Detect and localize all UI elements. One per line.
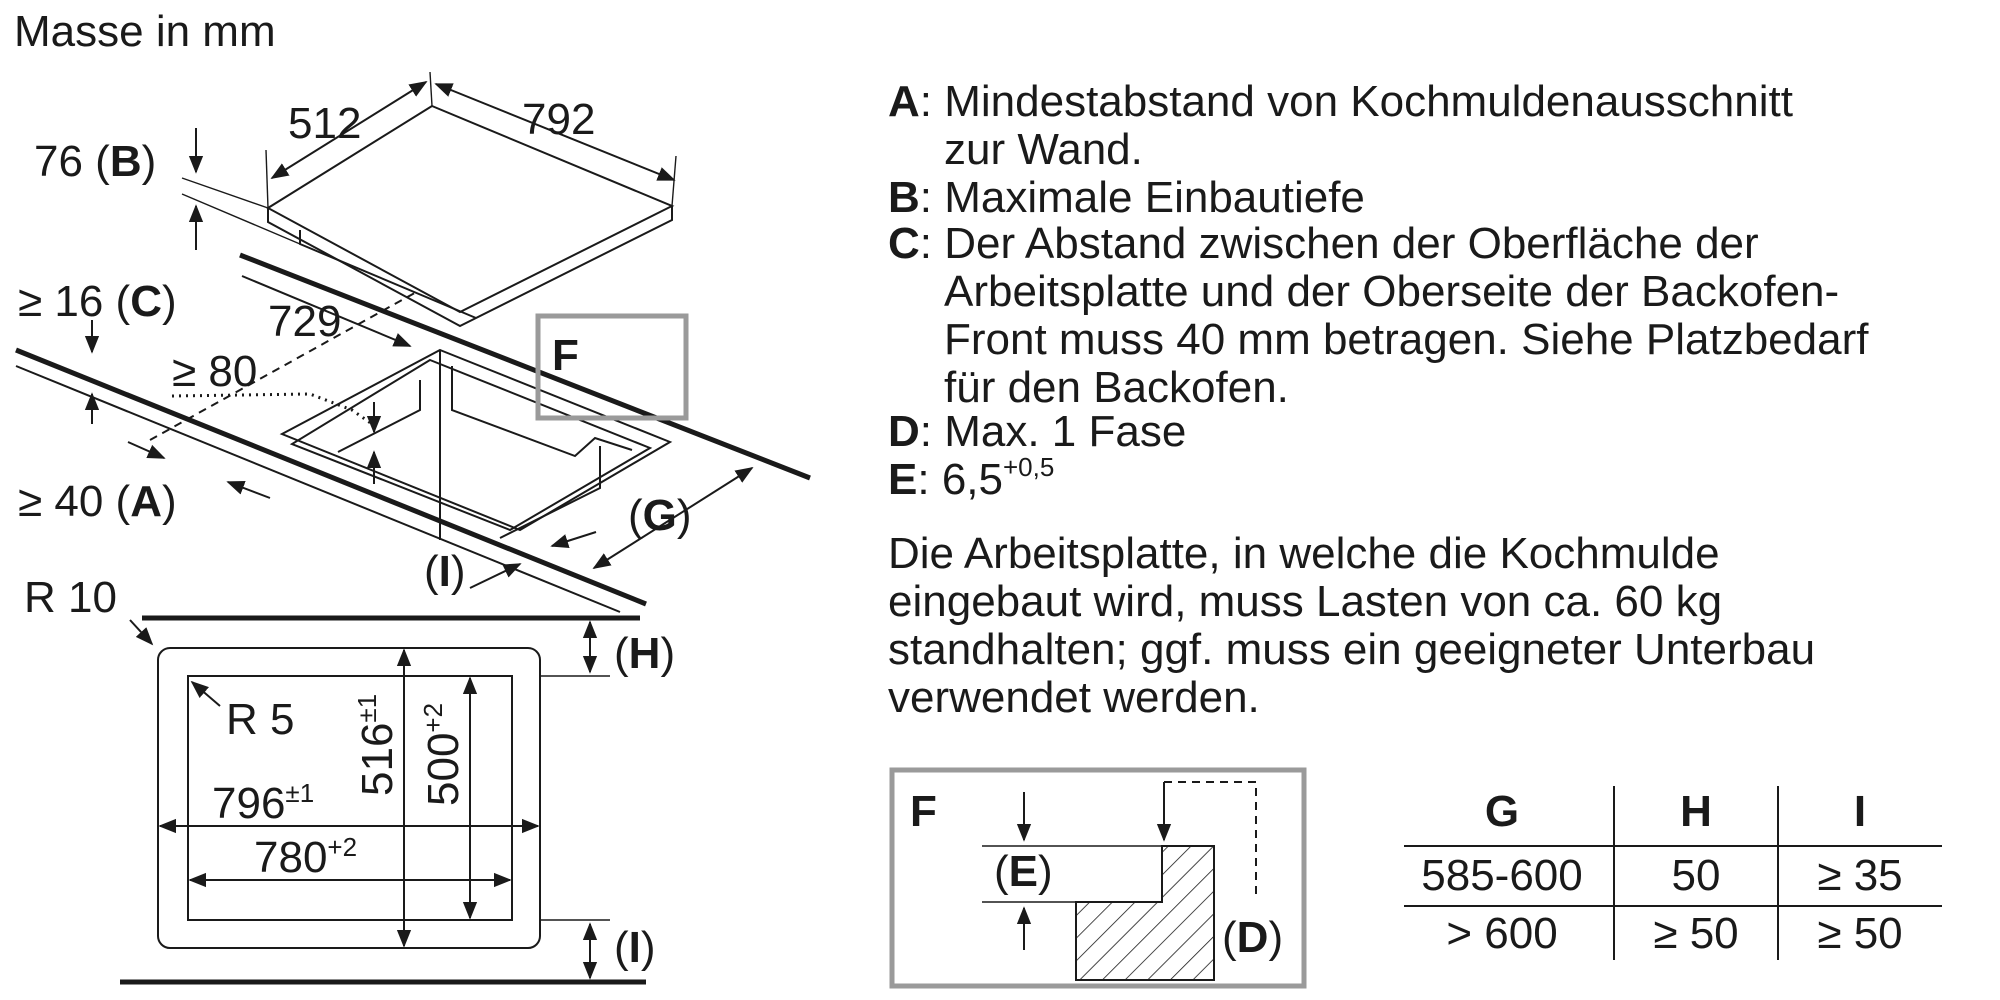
table-cell: 50 (1672, 851, 1721, 900)
detail-f-frame (889, 767, 1307, 989)
cutout-hole-rim (279, 348, 673, 532)
table-header-h: H (1680, 787, 1712, 836)
dim-500: 500 (419, 733, 468, 806)
dim-512-line (270, 81, 428, 179)
detail-f: F (E) (D) (889, 767, 1307, 989)
radius-5: R 5 (226, 695, 294, 744)
svg-text:≥ 16 (C): ≥ 16 (C) (18, 277, 177, 326)
dim-780: 780 (254, 833, 327, 882)
svg-text:(I): (I) (424, 547, 466, 596)
cutout-left-profile (337, 380, 421, 453)
detail-f-label: F (910, 787, 937, 836)
svg-text:796±1: 796±1 (212, 778, 314, 828)
dim-792: 792 (522, 95, 595, 144)
chamfer-dash (1164, 781, 1257, 898)
hob-plate-edge (267, 206, 673, 328)
dimension-table: G H I 585-600 50 ≥ 35 > 600 ≥ 50 ≥ 50 (1404, 786, 1942, 960)
svg-text:76 (B): 76 (B) (34, 137, 156, 186)
key-i-plan: I (629, 923, 641, 972)
table-cell: ≥ 35 (1817, 851, 1902, 900)
legend-c: C: Der Abstand zwischen der Oberfläche d… (888, 219, 1881, 412)
key-g: G (643, 491, 677, 540)
dim-512: 512 (288, 99, 361, 148)
load-note: Die Arbeitsplatte, in welche die Kochmul… (888, 529, 1827, 722)
key-h: H (629, 629, 661, 678)
legend-a: A: Mindestabstand von Kochmuldenausschni… (888, 77, 1805, 174)
worktop-section (1075, 845, 1215, 981)
cutout-hole-inner (289, 358, 653, 532)
key-i-iso: I (439, 547, 451, 596)
table-cell: > 600 (1446, 909, 1557, 958)
isometric-hob: 512 792 76 (B) ≥ 16 (C) 729 ≥ 80 ≥ 40 (A… (15, 71, 811, 613)
dim-g-line (592, 467, 754, 569)
table-cell: 585-600 (1421, 851, 1582, 900)
key-c: C (130, 277, 162, 326)
table-cell: ≥ 50 (1653, 909, 1738, 958)
svg-text:500+2: 500+2 (418, 703, 468, 806)
legend: A: Mindestabstand von Kochmuldenausschni… (888, 77, 1881, 504)
table-cell: ≥ 50 (1817, 909, 1902, 958)
cutout-outer-rect (157, 647, 541, 949)
table-header-g: G (1485, 787, 1519, 836)
dim-780-tol: +2 (327, 832, 357, 862)
dim-516: 516 (353, 723, 402, 796)
dim-80-leader (171, 392, 373, 426)
cutout-plan: R 10 R 5 796±1 780+2 516±1 500+2 (H) (I) (24, 573, 675, 985)
legend-e: E: 6,5+0,5 (888, 452, 1054, 504)
legend-d: D: Max. 1 Fase (888, 407, 1186, 456)
key-a: A (130, 477, 162, 526)
svg-text:(G): (G) (628, 491, 692, 540)
dim-500-tol: +2 (418, 703, 448, 733)
svg-text:780+2: 780+2 (254, 832, 357, 882)
legend-b: B: Maximale Einbautiefe (888, 173, 1365, 222)
dim-796-tol: ±1 (285, 778, 314, 808)
svg-text:(E): (E) (994, 847, 1053, 896)
title: Masse in mm (14, 7, 276, 56)
dim-16: ≥ 16 (18, 277, 103, 326)
dim-76: 76 (34, 137, 83, 186)
svg-text:(H): (H) (614, 629, 675, 678)
cutout-side-profile (451, 366, 633, 458)
dim-796: 796 (212, 779, 285, 828)
table-header-i: I (1854, 787, 1866, 836)
key-e: E (1009, 847, 1038, 896)
svg-text:(I): (I) (614, 923, 656, 972)
key-b: B (110, 137, 142, 186)
dim-80-dash (149, 289, 421, 441)
dim-80: ≥ 80 (172, 347, 257, 396)
key-d: D (1237, 913, 1269, 962)
detail-f-marker-label: F (552, 331, 579, 380)
svg-text:(D): (D) (1222, 913, 1283, 962)
detail-f-marker-box (535, 313, 689, 421)
dim-792-line (434, 83, 676, 181)
radius-10: R 10 (24, 573, 117, 622)
worktop-front-edge (15, 347, 647, 607)
svg-text:≥ 40 (A): ≥ 40 (A) (18, 477, 177, 526)
svg-text:516±1: 516±1 (352, 694, 402, 796)
dim-729: 729 (268, 297, 341, 346)
worktop-back-edge (239, 252, 811, 481)
dim-516-tol: ±1 (352, 694, 382, 723)
dim-40: ≥ 40 (18, 477, 103, 526)
cutout-inner-rect (187, 675, 513, 921)
